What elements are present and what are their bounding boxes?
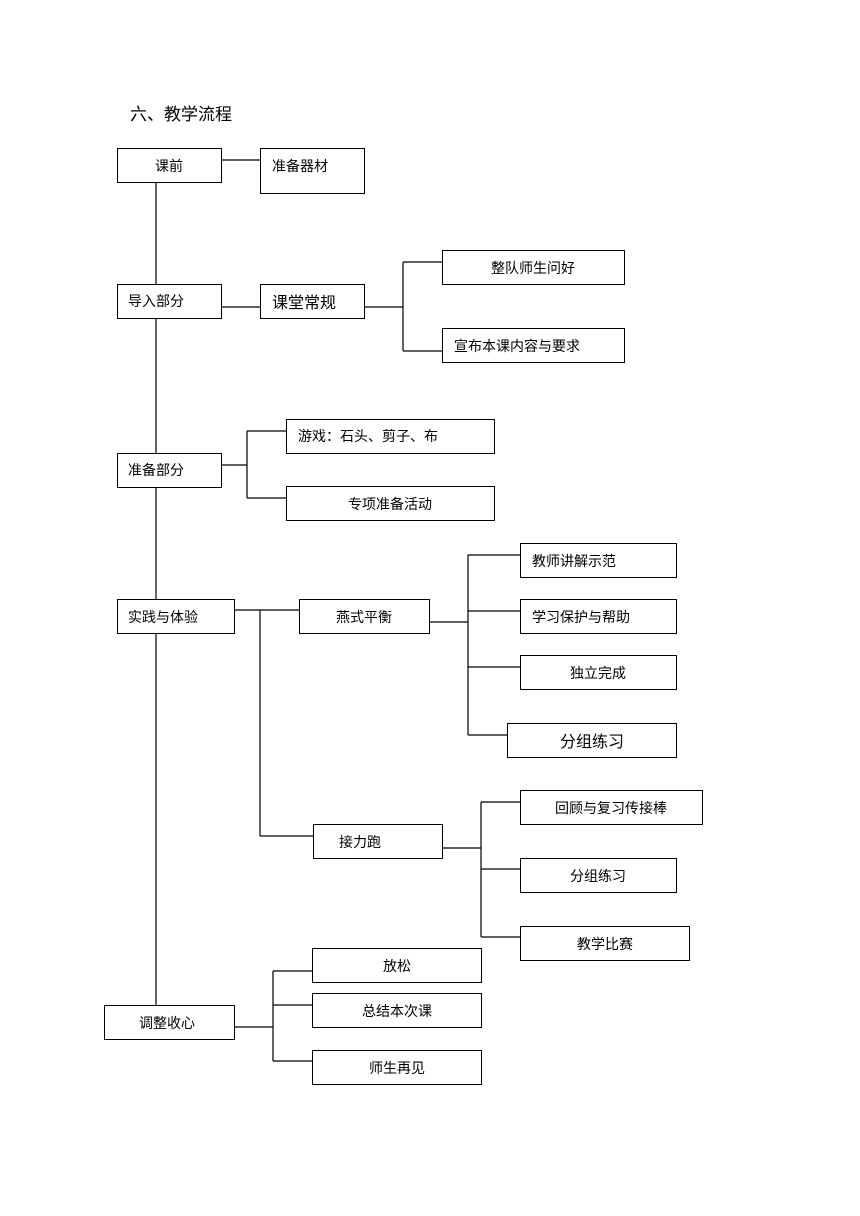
- node-group-practice-1-label: 分组练习: [560, 732, 624, 751]
- node-class-routine: 课堂常规: [260, 284, 365, 319]
- node-goodbye: 师生再见: [312, 1050, 482, 1085]
- node-swallow-balance: 燕式平衡: [299, 599, 430, 634]
- node-learn-protect: 学习保护与帮助: [520, 599, 677, 634]
- connector-lines: [155, 159, 520, 1062]
- node-game-rps-label: 游戏：石头、剪子、布: [298, 429, 438, 445]
- node-relay: 接力跑: [313, 824, 443, 859]
- node-teacher-demo-label: 教师讲解示范: [532, 553, 616, 570]
- node-group-practice-2-label: 分组练习: [570, 869, 626, 885]
- node-teacher-demo: 教师讲解示范: [520, 543, 677, 578]
- node-swallow-balance-label: 燕式平衡: [336, 610, 392, 626]
- node-relay-label: 接力跑: [339, 834, 381, 851]
- node-independent: 独立完成: [520, 655, 677, 690]
- node-summary: 总结本次课: [312, 993, 482, 1028]
- node-special-warmup: 专项准备活动: [286, 486, 495, 521]
- node-intro: 导入部分: [117, 284, 222, 319]
- node-intro-label: 导入部分: [128, 294, 184, 310]
- node-special-warmup-label: 专项准备活动: [348, 496, 432, 513]
- node-class-routine-label: 课堂常规: [272, 293, 336, 312]
- page-title: 六、教学流程: [130, 105, 232, 125]
- node-practice: 实践与体验: [117, 599, 235, 634]
- node-warmup: 准备部分: [117, 453, 222, 488]
- node-game-rps: 游戏：石头、剪子、布: [286, 419, 495, 454]
- node-prepare-equipment-label: 准备器材: [272, 158, 328, 175]
- node-review-baton: 回顾与复习传接棒: [520, 790, 703, 825]
- node-relax: 放松: [312, 948, 482, 983]
- node-relax-label: 放松: [383, 959, 411, 975]
- node-review-baton-label: 回顾与复习传接棒: [555, 800, 667, 817]
- node-independent-label: 独立完成: [570, 666, 626, 682]
- node-line-up-greet-label: 整队师生问好: [491, 261, 575, 277]
- node-group-practice-1: 分组练习: [507, 723, 677, 758]
- node-line-up-greet: 整队师生问好: [442, 250, 625, 285]
- node-announce-content: 宣布本课内容与要求: [442, 328, 625, 363]
- node-prepare-equipment: 准备器材: [260, 148, 365, 194]
- node-pre-class: 课前: [117, 148, 222, 183]
- node-announce-content-label: 宣布本课内容与要求: [454, 338, 580, 355]
- node-warmup-label: 准备部分: [128, 462, 184, 479]
- node-practice-label: 实践与体验: [128, 610, 198, 626]
- node-goodbye-label: 师生再见: [369, 1061, 425, 1077]
- node-learn-protect-label: 学习保护与帮助: [532, 610, 630, 626]
- node-cooldown: 调整收心: [104, 1005, 235, 1040]
- node-cooldown-label: 调整收心: [139, 1016, 195, 1032]
- node-teaching-match: 教学比赛: [520, 926, 690, 961]
- node-teaching-match-label: 教学比赛: [577, 937, 633, 953]
- node-group-practice-2: 分组练习: [520, 858, 677, 893]
- node-summary-label: 总结本次课: [362, 1004, 432, 1020]
- node-pre-class-label: 课前: [155, 158, 183, 175]
